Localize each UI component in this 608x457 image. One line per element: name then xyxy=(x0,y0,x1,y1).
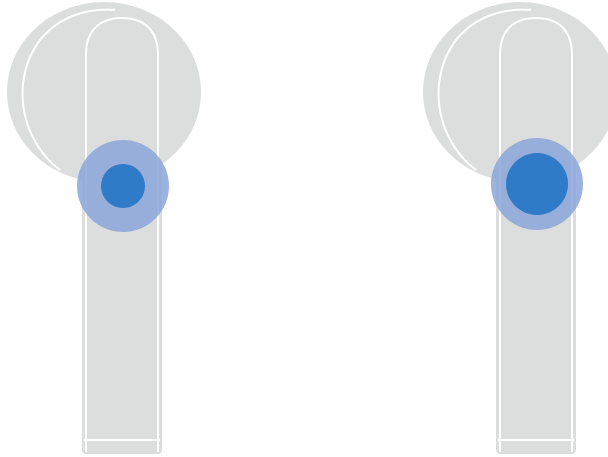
left-touch-zone-icon xyxy=(101,164,145,208)
left-earbud xyxy=(7,2,201,454)
right-earbud-stem-bottom xyxy=(496,300,576,454)
left-earbud-stem-bottom xyxy=(82,300,162,454)
right-earbud xyxy=(423,2,608,454)
right-touch-zone-icon xyxy=(506,153,568,215)
